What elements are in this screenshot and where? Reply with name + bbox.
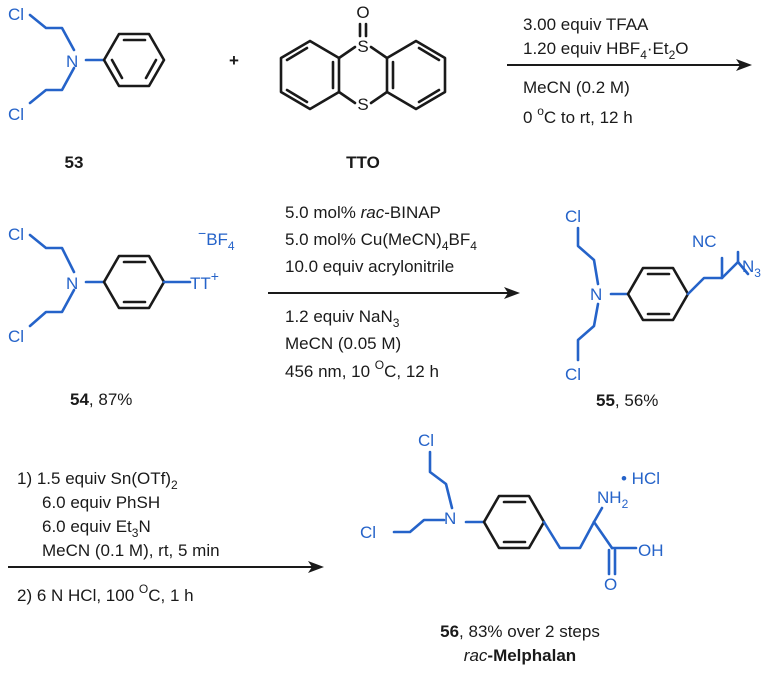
left-benzo-ring	[279, 39, 341, 111]
bond-side-chain	[542, 520, 596, 550]
condition-text: 6.0 equiv PhSH	[42, 493, 160, 512]
reaction-arrow-1	[507, 59, 752, 71]
hydroxyl-group: OH	[638, 541, 664, 560]
atom-cl: Cl	[565, 365, 581, 384]
bond-cs	[369, 90, 389, 105]
bond-double	[285, 46, 309, 62]
compound-label-55: 55, 56%	[596, 391, 658, 410]
compound-label-54: 54, 87%	[70, 390, 132, 409]
compound-54-structure: Cl N Cl TT+ −BF4	[8, 225, 235, 346]
benzene-ring	[626, 266, 690, 322]
bond-chain	[28, 13, 76, 52]
atom-cl: Cl	[8, 327, 24, 346]
bond-amine	[592, 506, 604, 524]
condition-text: 5.0 mol% rac-BINAP	[285, 203, 441, 222]
bond-carbonyl-c	[592, 520, 614, 550]
condition-text: 6.0 equiv Et3N	[42, 517, 151, 540]
bond-azide	[736, 260, 750, 276]
bond-chain	[576, 302, 600, 362]
atom-n: N	[444, 509, 456, 528]
tto-structure: O S S	[279, 3, 447, 114]
bond-side-chain	[686, 250, 740, 296]
atom-s: S	[357, 95, 368, 114]
atom-o: O	[356, 3, 369, 22]
compound-53-structure: Cl N Cl	[8, 5, 166, 124]
benzene-ring	[102, 254, 166, 310]
atom-s: S	[357, 37, 368, 56]
counterion: −BF4	[198, 225, 235, 253]
condition-text: 1.20 equiv HBF4·Et2O	[523, 39, 689, 62]
atom-n: N	[66, 274, 78, 293]
condition-text: 0 oC to rt, 12 h	[523, 104, 633, 127]
bond-cs	[369, 45, 389, 60]
compound-label-56: 56, 83% over 2 steps	[440, 622, 600, 641]
condition-text: 3.00 equiv TFAA	[523, 15, 649, 34]
condition-text: 2) 6 N HCl, 100 OC, 1 h	[17, 582, 194, 605]
plus-sign: +	[229, 51, 239, 70]
bond-chain	[392, 518, 446, 534]
nitrile-group: NC	[692, 232, 717, 251]
bond-cs	[337, 45, 357, 60]
benzene-ring	[102, 32, 166, 88]
bond-chain	[576, 226, 600, 286]
condition-text: 456 nm, 10 OC, 12 h	[285, 358, 439, 381]
bond-double	[285, 88, 309, 104]
atom-n: N	[66, 52, 78, 71]
condition-text: MeCN (0.05 M)	[285, 334, 401, 353]
amine-group: NH2	[597, 488, 629, 511]
condition-text: MeCN (0.1 M), rt, 5 min	[42, 541, 220, 560]
atom-n: N	[590, 285, 602, 304]
bond-double	[144, 58, 158, 80]
atom-cl: Cl	[360, 523, 376, 542]
bond-cs	[337, 90, 357, 105]
condition-text: 5.0 mol% Cu(MeCN)4BF4	[285, 230, 477, 253]
right-benzo-ring	[385, 39, 447, 111]
bond-chain	[28, 288, 76, 328]
atom-cl: Cl	[565, 207, 581, 226]
reaction-arrow-2	[268, 287, 520, 299]
bond-double	[110, 58, 124, 80]
atom-o: O	[604, 575, 617, 594]
condition-text: 10.0 equiv acrylonitrile	[285, 257, 454, 276]
bond-double	[417, 88, 441, 104]
compound-56-structure: Cl N Cl NH2 OH O • HCl	[360, 431, 664, 594]
benzene-ring	[482, 494, 546, 550]
thianthrenium-group: TT+	[190, 268, 219, 293]
bond-chain	[28, 233, 76, 274]
condition-text: MeCN (0.2 M)	[523, 78, 630, 97]
compound-label-53: 53	[65, 153, 84, 172]
compound-55-structure: Cl N Cl NC N3	[565, 207, 761, 384]
bond-chain	[428, 450, 454, 510]
azide-group: N3	[742, 257, 761, 280]
atom-cl: Cl	[418, 431, 434, 450]
bond-double	[417, 46, 441, 62]
atom-cl: Cl	[8, 5, 24, 24]
bond-chain	[28, 66, 76, 105]
condition-text: 1.2 equiv NaN3	[285, 307, 400, 330]
product-name: rac-Melphalan	[464, 646, 576, 665]
compound-label-tto: TTO	[346, 153, 380, 172]
atom-cl: Cl	[8, 105, 24, 124]
atom-cl: Cl	[8, 225, 24, 244]
reaction-arrow-3	[8, 561, 324, 573]
condition-text: 1) 1.5 equiv Sn(OTf)2	[17, 469, 178, 492]
hcl-salt: • HCl	[621, 469, 660, 488]
